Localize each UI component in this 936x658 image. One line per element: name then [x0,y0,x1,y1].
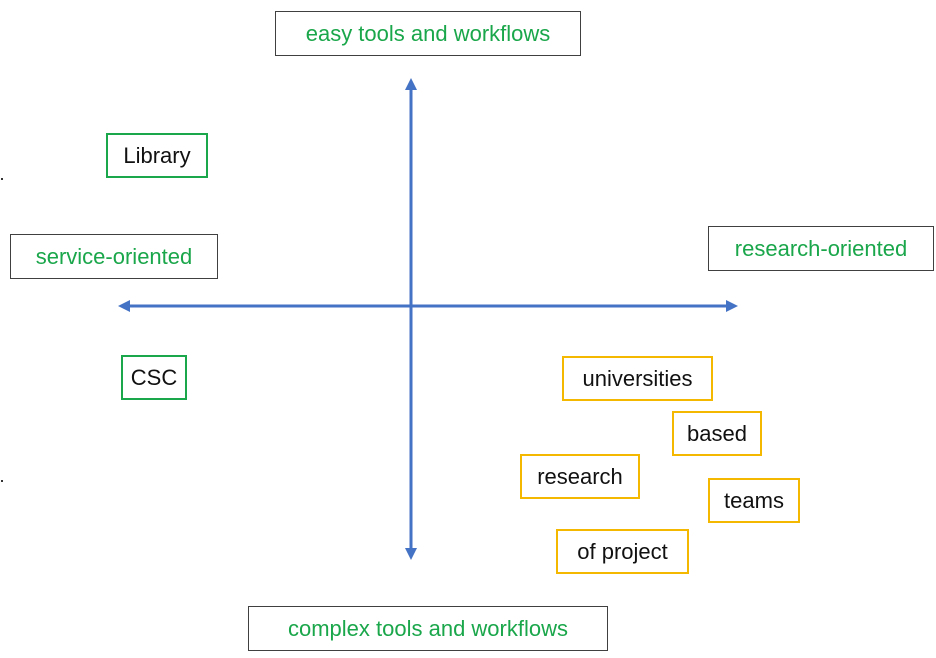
group-research: research [520,454,640,499]
axis-label-bottom: complex tools and workflows [248,606,608,651]
category-csc: CSC [121,355,187,400]
axis-label-top: easy tools and workflows [275,11,581,56]
group-of-project: of project [556,529,689,574]
group-teams: teams [708,478,800,523]
category-library: Library [106,133,208,178]
edge-mark-2 [1,480,3,482]
axis-label-right: research-oriented [708,226,934,271]
edge-mark-1 [1,178,3,180]
axis-label-left: service-oriented [10,234,218,279]
group-based: based [672,411,762,456]
group-universities: universities [562,356,713,401]
